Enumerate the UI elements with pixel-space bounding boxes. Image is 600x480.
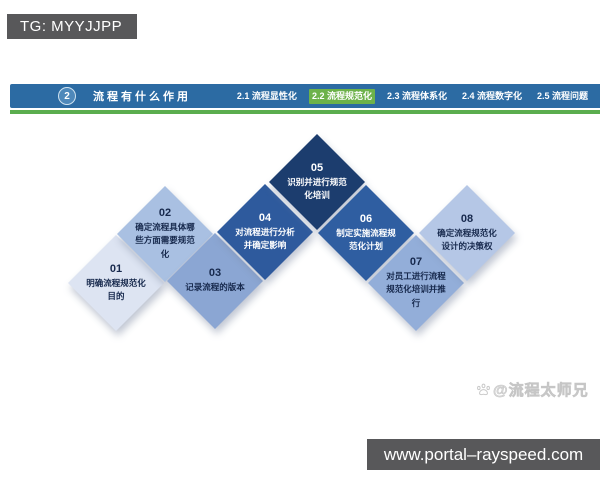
footer-url: www.portal–rayspeed.com — [383, 444, 584, 464]
paw-icon — [476, 382, 491, 397]
step-label: 对流程进行分析并确定影响 — [235, 226, 295, 250]
tab-2-3[interactable]: 2.3 流程体系化 — [386, 90, 447, 101]
step-number: 05 — [310, 161, 324, 174]
tab-2-2[interactable]: 2.2 流程规范化 — [308, 88, 375, 104]
section-number-badge: 2 — [58, 87, 76, 105]
step-label: 对员工进行流程规范化培训并推行 — [386, 271, 446, 308]
step-number: 01 — [109, 262, 123, 275]
step-number: 06 — [359, 212, 373, 225]
step-number: 04 — [258, 211, 272, 224]
step-label: 确定流程具体哪些方面需要规范化 — [135, 222, 195, 259]
step-label: 记录流程的版本 — [185, 282, 245, 293]
section-header-bar: 2 流程有什么作用 2.1 流程显性化 2.2 流程规范化 2.3 流程体系化 … — [10, 84, 600, 108]
step-number: 07 — [409, 256, 423, 269]
step-label: 确定流程规范化设计的决策权 — [437, 227, 497, 251]
step-label: 识别并进行规范化培训 — [287, 176, 347, 200]
diamond-step-07: 07 对员工进行流程规范化培训并推行 — [368, 235, 464, 331]
header-underline — [10, 110, 600, 114]
tab-2-5[interactable]: 2.5 流程问题 — [536, 90, 588, 101]
step-label: 明确流程规范化目的 — [86, 277, 146, 301]
diamond-step-08: 08 确定流程规范化设计的决策权 — [419, 185, 515, 281]
step-number: 03 — [208, 267, 222, 280]
step-label: 制定实施流程规范化计划 — [336, 227, 396, 251]
step-number: 02 — [158, 207, 172, 220]
tab-2-1[interactable]: 2.1 流程显性化 — [236, 90, 297, 101]
watermark-text: @流程太师兄 — [493, 382, 589, 400]
tg-tag: TG: MYYJJPP — [7, 14, 137, 39]
footer-url-bar[interactable]: www.portal–rayspeed.com — [367, 439, 600, 470]
tab-2-4[interactable]: 2.4 流程数字化 — [461, 90, 522, 101]
section-title: 流程有什么作用 — [93, 91, 191, 103]
watermark: @流程太师兄 — [476, 379, 589, 400]
tg-tag-label: TG: MYYJJPP — [20, 18, 123, 35]
section-tabs: 2.1 流程显性化 2.2 流程规范化 2.3 流程体系化 2.4 流程数字化 … — [234, 88, 600, 104]
step-number: 08 — [460, 212, 474, 225]
